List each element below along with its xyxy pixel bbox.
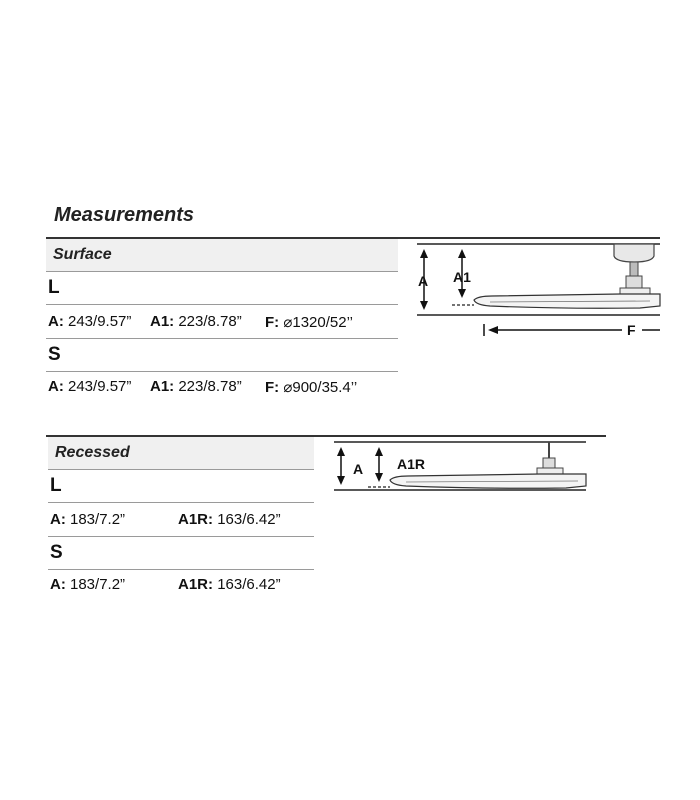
recessed-size-l: L xyxy=(50,475,62,496)
recessed-s-a1r-spec: A1R: 163/6.42” xyxy=(178,576,281,593)
surface-s-a1-spec: A1: 223/8.78” xyxy=(150,378,242,395)
divider xyxy=(48,536,314,537)
surface-s-f-spec: F: ⌀900/35.4’’ xyxy=(265,379,358,396)
recessed-heading: Recessed xyxy=(48,437,314,469)
recessed-l-a1r-spec: A1R: 163/6.42” xyxy=(178,511,281,528)
divider xyxy=(48,502,314,503)
surface-l-a-spec: A: 243/9.57” xyxy=(48,313,132,330)
surface-s-a-spec: A: 243/9.57” xyxy=(48,378,132,395)
recessed-size-s: S xyxy=(50,542,63,563)
surface-l-a1-spec: A1: 223/8.78” xyxy=(150,313,242,330)
recessed-l-a-spec: A: 183/7.2” xyxy=(50,511,126,528)
recessed-s-a-spec: A: 183/7.2” xyxy=(50,576,126,593)
surface-diagram-label-f: F xyxy=(627,322,636,338)
surface-size-l: L xyxy=(48,277,60,298)
page-title: Measurements xyxy=(54,204,195,226)
recessed-diagram-label-a1r: A1R xyxy=(397,456,425,472)
surface-heading-label: Surface xyxy=(53,246,112,263)
surface-diagram-label-a: A xyxy=(418,273,428,289)
recessed-diagram-label-a: A xyxy=(353,461,363,477)
recessed-heading-label: Recessed xyxy=(55,444,130,461)
surface-heading: Surface xyxy=(46,239,398,271)
divider xyxy=(46,338,398,339)
divider xyxy=(46,304,398,305)
surface-top-rule xyxy=(46,237,660,239)
surface-l-f-spec: F: ⌀1320/52’’ xyxy=(265,314,353,331)
divider xyxy=(48,469,314,470)
divider xyxy=(48,569,314,570)
divider xyxy=(46,371,398,372)
surface-diagram-label-a1: A1 xyxy=(453,269,471,285)
surface-size-s: S xyxy=(48,344,61,365)
recessed-top-rule xyxy=(46,435,606,437)
divider xyxy=(46,271,398,272)
